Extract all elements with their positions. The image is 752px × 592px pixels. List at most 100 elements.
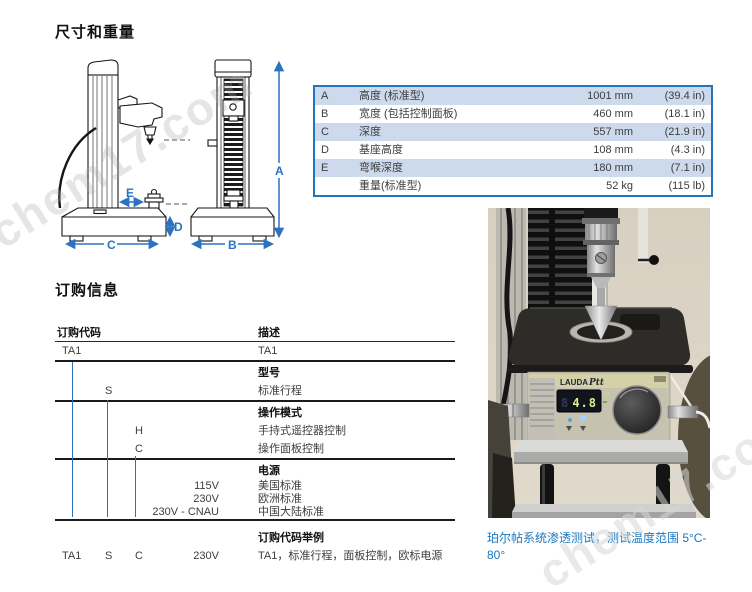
photo-cone-tip [584,305,618,341]
device-model: Ptt [588,378,605,388]
photo-caption-line2: 80° [487,548,506,562]
order-code-4: 115V [194,480,219,492]
order-description: 中国大陆标准 [258,506,324,518]
ordering-item-row: H 手持式遥控器控制 [55,422,455,440]
order-code-3: C [135,443,143,455]
dimension-imperial-value: (115 lb) [668,180,705,192]
dimensions-table: A 高度 (标准型) 1001 mm (39.4 in) B 宽度 (包括控制面… [313,85,713,197]
dimension-metric-value: 1001 mm [587,90,633,102]
order-description: TA1，标准行程，面板控制，欧标电源 [258,550,443,562]
dimension-name: 弯喉深度 [359,162,403,174]
ordering-code-header: 订购代码 [57,327,101,339]
dimension-row: B 宽度 (包括控制面板) 460 mm (18.1 in) [315,105,711,123]
order-code-2 [99,422,129,440]
dimension-key: E [321,162,329,174]
order-code-1 [55,493,99,506]
dimensions-section-title: 尺寸和重量 [55,24,136,41]
dimension-row: E 弯喉深度 180 mm (7.1 in) [315,159,711,177]
order-code-2 [99,480,129,493]
side-view-base [61,207,167,237]
dimension-name: 高度 (标准型) [359,90,425,102]
photo-penetrometer [582,208,620,341]
dimension-name: 深度 [359,126,381,138]
ordering-item-row: 230V - CNAU 中国大陆标准 [55,506,455,521]
dimension-metric-value: 180 mm [593,162,633,174]
photo-right-connector [667,405,699,419]
ordering-table: 订购代码 描述 TA1 TA1 型号 S 标准行程 操作模式 H 手持式遥控器控… [55,325,455,565]
dim-label-b: B [228,238,237,252]
order-code-1: TA1 [62,550,82,562]
photo-lower-shelf [512,504,696,512]
order-code-4 [151,342,219,360]
dimension-row: D 基座高度 108 mm (4.3 in) [315,141,711,159]
order-code-2 [99,506,129,519]
ordering-item-row: TA1 TA1 [55,342,455,362]
order-code-3: C [135,550,143,562]
dimension-name: 重量(标准型) [359,180,422,192]
order-tree-line-2 [107,400,108,517]
order-description: 欧洲标准 [258,493,302,505]
order-code-3 [129,493,151,506]
device-led-2 [568,418,572,422]
ordering-section-title: 订购信息 [55,282,120,299]
cable [58,126,97,209]
dimension-metric-value: 52 kg [606,180,633,192]
dimension-key: B [321,108,329,120]
dimension-row: 重量(标准型) 52 kg (115 lb) [315,177,711,195]
ordering-item-row: S 标准行程 [55,382,455,402]
dimension-diagram: E D C B A [58,59,286,252]
device-knob [612,385,662,435]
order-code-3 [129,382,151,400]
dimension-metric-value: 108 mm [593,144,633,156]
order-description: 手持式遥控器控制 [258,425,346,437]
order-code-2 [99,440,129,458]
order-description: 标准行程 [258,385,302,397]
ordering-group-header: 操作模式 [258,407,302,419]
ordering-group-header: 型号 [258,367,280,379]
dimension-name: 基座高度 [359,144,403,156]
dim-label-d: D [174,220,183,234]
ordering-rows: TA1 TA1 型号 S 标准行程 操作模式 H 手持式遥控器控制 C 操作面板… [55,342,455,565]
ordering-group-header: 订购代码举例 [258,532,324,544]
dim-label-e: E [126,186,134,200]
order-description: 美国标准 [258,480,302,492]
photo-post-right [656,464,670,510]
front-view-base [190,207,275,237]
dim-label-a: A [275,164,284,178]
ordering-desc-header: 描述 [258,327,280,339]
order-code-1 [55,382,99,400]
dimension-imperial-value: (21.9 in) [664,126,705,138]
dimension-imperial-value: (7.1 in) [670,162,705,174]
order-code-4 [151,422,219,440]
photo-caption: 珀尔帖系统渗透测试，测试温度范围 5°C- 80° [487,530,749,564]
order-code-3 [129,480,151,493]
photo-right-shadow [678,355,710,518]
dimension-key [321,177,359,195]
ordering-group-header: 电源 [258,465,280,477]
dimension-row: A 高度 (标准型) 1001 mm (39.4 in) [315,87,711,105]
dimension-metric-value: 557 mm [593,126,633,138]
order-code-4 [151,382,219,400]
order-code-2: S [105,385,113,397]
side-view-cap [87,59,119,76]
dim-label-c: C [107,238,116,252]
device-led-1 [580,415,586,421]
dimension-key: D [321,144,329,156]
photo-caption-line1: 珀尔帖系统渗透测试，测试温度范围 5°C- [487,531,707,545]
dimension-metric-value: 460 mm [593,108,633,120]
device-display-value: 4.8 [572,396,597,410]
device-brand: LAUDA [560,378,588,387]
order-code-4 [151,440,219,458]
front-view-ladder [223,78,244,207]
svg-text:8: 8 [561,396,568,410]
order-code-4: 230V [193,493,219,505]
order-code-4: 230V - CNAU [152,506,219,518]
order-code-1: TA1 [62,345,82,357]
order-code-1 [55,422,99,440]
order-code-1 [55,506,99,519]
order-code-1 [55,440,99,458]
ordering-item-row: 115V 美国标准 [55,480,455,493]
device-display-unit: °C [603,393,609,399]
photo-upper-shelf [514,440,688,452]
